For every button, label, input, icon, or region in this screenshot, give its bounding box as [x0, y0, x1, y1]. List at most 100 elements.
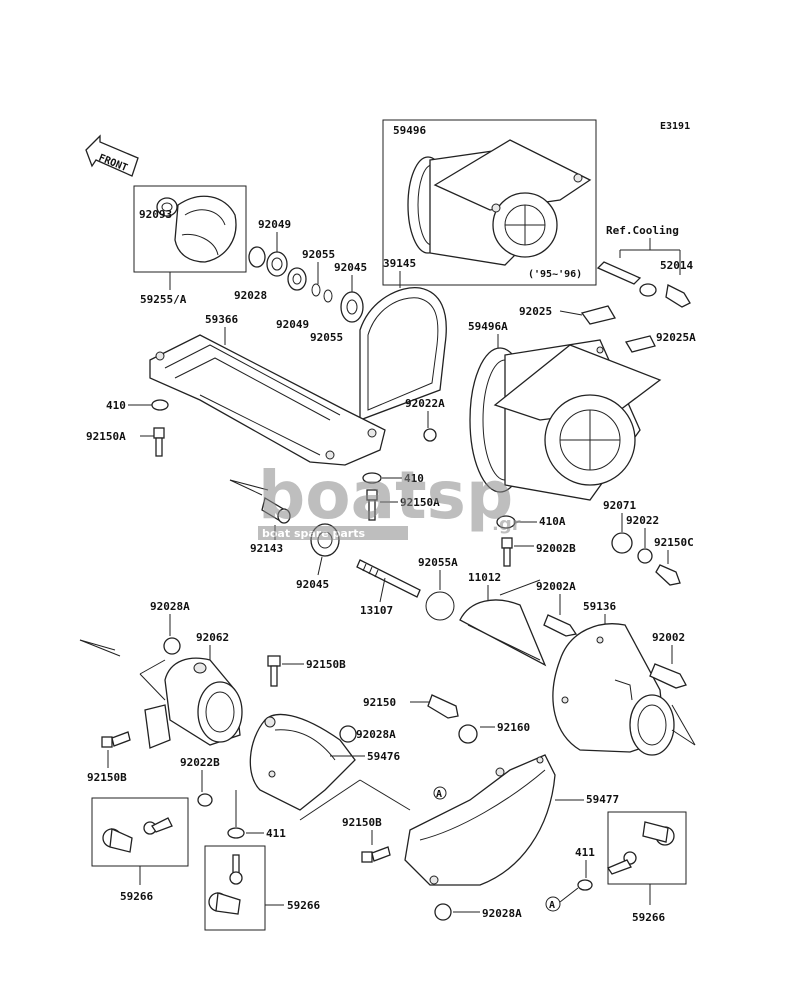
cooling-fitting [596, 261, 691, 308]
washer-92022 [637, 548, 653, 564]
part-label-410-center: 410 [404, 472, 424, 485]
part-label-92150B-left: 92150B [87, 771, 127, 784]
part-label-92028A-center: 92028A [356, 728, 396, 741]
pump-housing-upper [407, 139, 592, 266]
part-label-92150B-lower: 92150B [342, 816, 382, 829]
part-label-59496A: 59496A [468, 320, 508, 333]
bolt-92002B [501, 537, 513, 567]
part-label-92150A-center: 92150A [400, 496, 440, 509]
washer-92022A [423, 428, 437, 442]
bolt-92150A-center [366, 489, 378, 521]
plate-92025A [624, 335, 656, 353]
part-label-92045-top: 92045 [334, 261, 367, 274]
part-label-59266-center: 59266 [287, 899, 320, 912]
part-label-92025: 92025 [519, 305, 552, 318]
part-label-92150: 92150 [363, 696, 396, 709]
ref-cooling-label: Ref.Cooling [606, 224, 679, 237]
bolt-92150B-top [267, 655, 281, 687]
marker-a-bottom-label: A [549, 900, 555, 911]
watermark-main: boatsp [258, 457, 513, 534]
joint-59266-center [208, 854, 243, 915]
duct-59366 [149, 334, 386, 466]
watermark-tagline: boat spare parts [262, 527, 365, 540]
washer-410A [496, 515, 516, 529]
part-label-11012: 11012 [468, 571, 501, 584]
part-label-92022: 92022 [626, 514, 659, 527]
bolt-92150C [655, 564, 681, 586]
joint-box-right [607, 811, 687, 885]
part-label-92143: 92143 [250, 542, 283, 555]
marker-a-bottom [545, 896, 561, 912]
part-label-92062: 92062 [196, 631, 229, 644]
part-label-92002B: 92002B [536, 542, 576, 555]
part-label-92150B-top: 92150B [306, 658, 346, 671]
part-label-92150A-left: 92150A [86, 430, 126, 443]
part-label-59477: 59477 [586, 793, 619, 806]
pump-cover-92062 [144, 657, 243, 749]
part-label-92022B: 92022B [180, 756, 220, 769]
part-label-92028A-bottom: 92028A [482, 907, 522, 920]
cone-11012 [459, 599, 547, 667]
joint-box-center [204, 845, 266, 931]
part-label-13107: 13107 [360, 604, 393, 617]
pump-housing-middle [469, 339, 662, 501]
bolt-92002 [649, 663, 687, 689]
part-label-59266-right: 59266 [632, 911, 665, 924]
plate-92025 [580, 305, 617, 325]
watermark-suffix: .gr [492, 514, 521, 535]
washer-92022B [197, 793, 213, 807]
part-label-92049-top: 92049 [258, 218, 291, 231]
washer-411-right [577, 879, 593, 891]
joint-59266-right [607, 821, 675, 875]
part-label-59136: 59136 [583, 600, 616, 613]
part-label-39145: 39145 [383, 257, 416, 270]
o-ring-92055A [425, 591, 455, 621]
part-label-92002A: 92002A [536, 580, 576, 593]
bolt-92150A-left [153, 427, 165, 457]
part-label-92055-top: 92055 [302, 248, 335, 261]
part-label-410-left: 410 [106, 399, 126, 412]
shaft-13107 [356, 559, 421, 598]
part-label-92055-bottom: 92055 [310, 331, 343, 344]
part-label-59476: 59476 [367, 750, 400, 763]
washer-92028A-center [339, 725, 357, 743]
part-label-410A: 410A [539, 515, 566, 528]
washer-92028A-left [163, 637, 181, 655]
watermark-logo: boatsp .gr boat spare parts [258, 457, 521, 540]
part-label-92150C: 92150C [654, 536, 694, 549]
part-label-92049-bottom: 92049 [276, 318, 309, 331]
part-label-411-center: 411 [266, 827, 286, 840]
part-label-92022A-top: 92022A [405, 397, 445, 410]
part-label-92071: 92071 [603, 499, 636, 512]
part-label-52014: 52014 [660, 259, 693, 272]
front-arrow-icon: FRONT [85, 134, 139, 177]
part-label-59266-left: 59266 [120, 890, 153, 903]
sleeve-92143 [261, 496, 291, 524]
bolt-92150 [427, 694, 459, 719]
joint-59266-left [102, 817, 173, 853]
bearing-spacers [248, 246, 364, 323]
part-label-59255A: 59255/A [140, 293, 187, 306]
part-label-92045-bottom: 92045 [296, 578, 329, 591]
nozzle-59136 [552, 623, 675, 756]
washer-410-left [151, 399, 169, 411]
cover-59477 [404, 754, 556, 886]
collar-92160 [458, 724, 478, 744]
bolt-92150B-left [101, 731, 131, 748]
bolt-92150B-lower [361, 846, 391, 863]
year-note: ('95~'96) [528, 269, 582, 280]
jet-pump-box-top [382, 119, 597, 286]
part-label-92028A-left: 92028A [150, 600, 190, 613]
part-label-92055A: 92055A [418, 556, 458, 569]
washer-92028A-bottom [434, 903, 452, 921]
collar-92071 [611, 532, 633, 554]
washer-410-center [362, 472, 382, 484]
part-label-92160: 92160 [497, 721, 530, 734]
part-label-92028: 92028 [234, 289, 267, 302]
impeller [156, 195, 237, 263]
part-label-92025A: 92025A [656, 331, 696, 344]
part-label-92002: 92002 [652, 631, 685, 644]
washer-411-center [227, 827, 245, 839]
gasket-39145 [359, 286, 447, 421]
